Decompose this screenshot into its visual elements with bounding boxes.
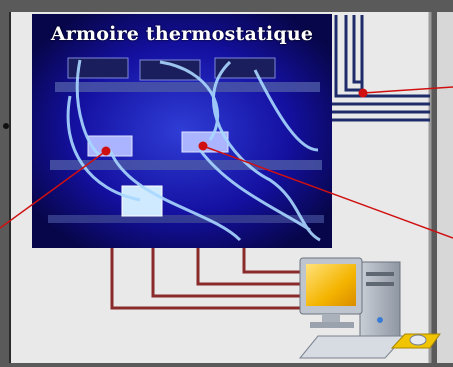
- computer-icon: [298, 257, 441, 359]
- right-strip: [437, 12, 453, 363]
- photo-title: Armoire thermostatique: [50, 23, 313, 45]
- left-border-node: [3, 123, 9, 129]
- pointer-line-right: [202, 145, 453, 239]
- pointer-line-left: [0, 150, 107, 229]
- brown-cable-bundle: [110, 248, 300, 310]
- thermostatic-cabinet-photo: Armoire thermostatique: [32, 14, 332, 248]
- pointer-line-top: [362, 86, 453, 94]
